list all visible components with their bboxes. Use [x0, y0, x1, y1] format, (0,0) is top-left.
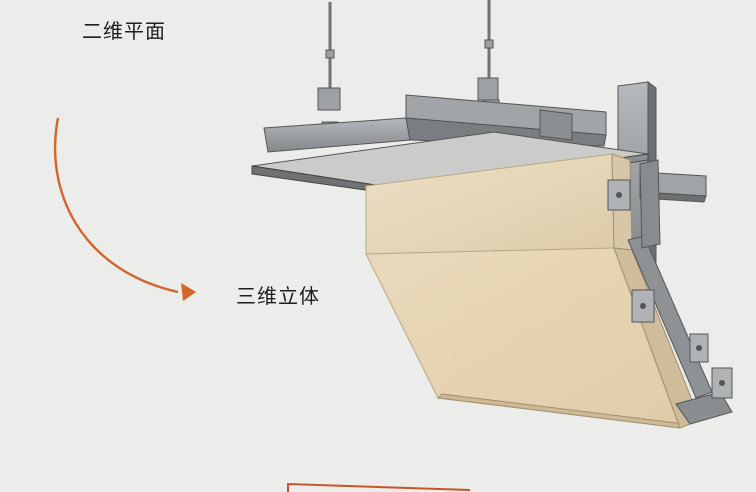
bottom-outline: [287, 482, 471, 492]
bolt-heads: [616, 192, 725, 386]
curved-arrow-icon: [53, 117, 196, 301]
label-3d-volume: 三维立体: [236, 284, 320, 308]
label-2d-plane: 二维平面: [82, 19, 166, 43]
hanger-rods: [328, 0, 491, 102]
